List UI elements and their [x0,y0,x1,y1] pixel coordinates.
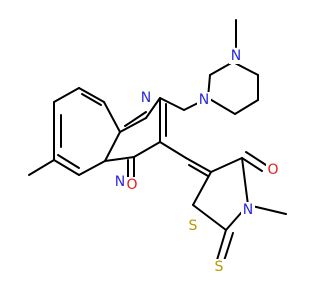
bond-piperazine-7 [207,97,236,115]
bond-thiazolidine-3 [192,204,227,231]
bond-thiazolidine-2 [192,171,212,206]
s-ring-bg [186,218,200,234]
n-piperazine-4-bg [229,48,243,64]
n-bridge-label: N [115,174,125,190]
bond-pyridine-2 [103,101,121,133]
n-thiazolidine-bg [241,202,255,218]
n-thiazolidine-label: N [243,202,253,218]
n-piperazine-1-label: N [199,92,209,108]
bond-pyrimidine-6 [104,156,135,162]
n-pyrimidine-label: N [141,90,151,106]
bond-exocyclic-2-double [188,164,209,177]
bond-thiazolidinone-carbonyl [241,157,263,172]
bond-pyridine-3 [104,131,121,162]
o-pyrimidinone-label: O [126,177,137,193]
chemical-structure: N N N N O O N S S [28,19,287,275]
atom-labels: N N N N O O N S S [113,48,280,275]
bond-exocyclic-1 [159,141,187,159]
bond-thione-double [223,232,234,262]
o-pyrimidinone-bg [125,177,139,193]
bond-pyridine-1-double [81,93,102,106]
bond-piperazine-3 [209,61,234,76]
bond-thione [216,229,227,261]
bond-pyrimidine-3 [159,97,185,111]
o-thiazolidinone-bg [266,162,280,178]
n-bridge-bg [113,174,127,190]
bond-pyrimidine-5 [133,141,161,158]
bond-pyridine-5 [53,159,80,176]
bond-thiazolidine-5 [241,157,249,206]
bond-pyridine-7 [53,87,80,103]
bond-piperazine-6 [234,99,259,115]
bond-pyridine-5-double [57,154,80,169]
bond-exocyclic-2 [185,157,212,173]
bonds [28,19,287,262]
bond-left-methyl [28,159,55,176]
s-thione-bg [212,259,226,275]
bond-pyrimidine-1-double [124,111,147,127]
s-ring-label: S [189,218,198,234]
n-piperazine-1-bg [197,92,211,108]
bond-thiazolidine-1 [210,157,243,173]
bond-pyrimidine-2 [145,97,161,119]
s-thione-label: S [215,259,224,275]
n-pyrimidine-bg [139,90,153,106]
n-piperazine-4-label: N [231,48,241,64]
bond-pyrimidine-1 [119,117,147,133]
o-thiazolidinone-label: O [267,162,278,178]
bond-thiazolidinone-carbonyl-double [245,151,267,166]
bond-piperazine-4 [232,61,259,76]
bond-pyridine-4 [78,160,106,176]
bond-pyridine-1 [78,87,105,103]
